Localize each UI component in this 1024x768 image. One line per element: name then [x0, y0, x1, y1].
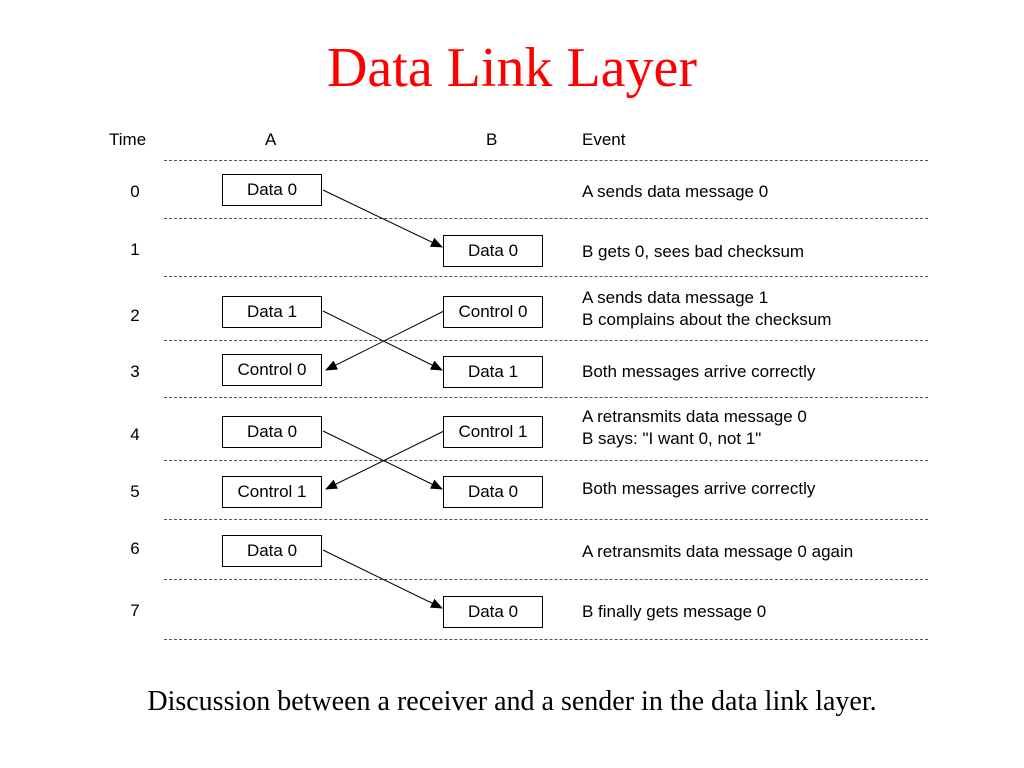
event-text: B finally gets message 0 [582, 602, 767, 621]
header-b: B [486, 130, 498, 149]
time-value: 5 [130, 482, 140, 501]
b-message-box: Control 1 [443, 416, 543, 448]
row-divider [164, 397, 928, 398]
time-value: 4 [130, 425, 140, 444]
row-divider [164, 340, 928, 341]
time-value: 6 [130, 539, 140, 558]
b-message-box: Data 0 [443, 235, 543, 267]
event-text: A retransmits data message 0 again [582, 542, 854, 561]
b-message-box: Control 0 [443, 296, 543, 328]
arrow-a-to-b [322, 549, 443, 609]
a-message-box: Data 1 [222, 296, 322, 328]
header-event: Event [582, 130, 626, 149]
row-divider [164, 579, 928, 580]
time-value: 3 [130, 362, 140, 381]
arrow-a-to-b [322, 310, 443, 371]
event-text: Both messages arrive correctly [582, 362, 816, 381]
row-divider [164, 276, 928, 277]
row-divider [164, 639, 928, 640]
arrow-a-to-b [322, 189, 443, 248]
a-message-box: Control 1 [222, 476, 322, 508]
b-message-box: Data 0 [443, 596, 543, 628]
slide-title: Data Link Layer [326, 37, 698, 99]
event-text-second-line: B complains about the checksum [582, 310, 832, 329]
row-divider [164, 160, 928, 161]
header-a: A [265, 130, 277, 149]
time-value: 7 [130, 601, 140, 620]
event-text: A sends data message 1 [582, 288, 769, 307]
row-divider [164, 519, 928, 520]
event-text: Both messages arrive correctly [582, 479, 816, 498]
b-message-box: Data 1 [443, 356, 543, 388]
event-text: A retransmits data message 0 [582, 407, 807, 426]
time-value: 0 [130, 182, 140, 201]
row-divider [164, 218, 928, 219]
time-value: 1 [130, 240, 140, 259]
a-message-box: Control 0 [222, 354, 322, 386]
arrow-b-to-a [325, 310, 445, 371]
b-message-box: Data 0 [443, 476, 543, 508]
a-message-box: Data 0 [222, 174, 322, 206]
time-value: 2 [130, 306, 140, 325]
a-message-box: Data 0 [222, 416, 322, 448]
arrow-b-to-a [325, 430, 445, 490]
arrow-a-to-b [322, 430, 443, 490]
event-text: B gets 0, sees bad checksum [582, 242, 805, 261]
event-text: A sends data message 0 [582, 182, 769, 201]
header-time: Time [109, 130, 147, 149]
event-text-second-line: B says: "I want 0, not 1" [582, 429, 762, 448]
a-message-box: Data 0 [222, 535, 322, 567]
row-divider [164, 460, 928, 461]
slide-caption: Discussion between a receiver and a send… [147, 686, 877, 717]
